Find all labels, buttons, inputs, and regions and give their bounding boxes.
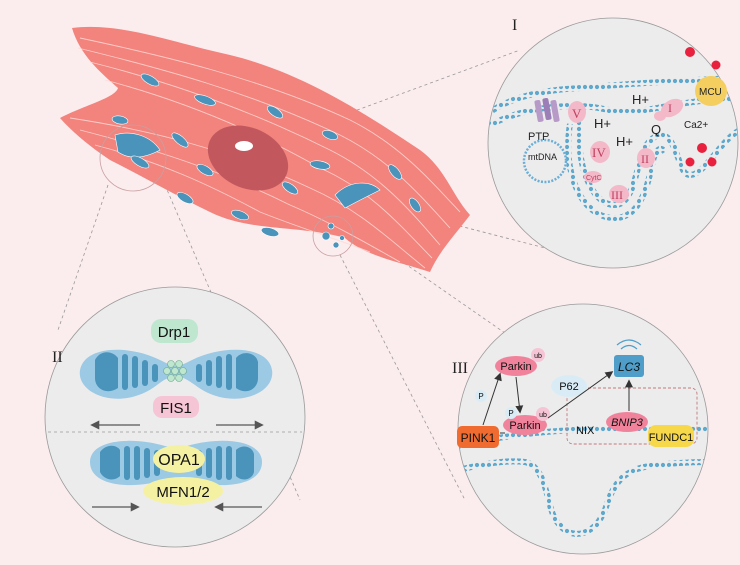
svg-text:III: III [611, 188, 623, 202]
svg-text:V: V [572, 106, 582, 121]
opa1-protein: OPA1 [153, 445, 205, 473]
svg-text:Drp1: Drp1 [158, 324, 191, 341]
ptp-label: PTP [528, 131, 549, 143]
cell-mitochondria [111, 73, 421, 249]
svg-text:FUNDC1: FUNDC1 [649, 432, 694, 444]
complex-iv: IV [590, 141, 610, 163]
fission-mitochondrion [79, 349, 273, 399]
pathway-arrows [482, 371, 633, 434]
p62-protein: P62 [551, 375, 587, 397]
svg-text:IV: IV [592, 145, 606, 160]
svg-text:I: I [668, 101, 672, 115]
mcu-channel: MCU [695, 76, 727, 106]
cristae-membrane [576, 119, 738, 209]
svg-text:CytC: CytC [586, 175, 602, 182]
svg-text:BNIP3: BNIP3 [611, 417, 644, 429]
drp1-protein: Drp1 [151, 319, 198, 343]
svg-text:P: P [478, 392, 483, 401]
svg-text:OPA1: OPA1 [158, 452, 200, 469]
drp1-ring [163, 360, 187, 382]
cytochrome-c: CytC [584, 171, 602, 183]
inner-membrane-iii [458, 458, 708, 537]
zoom-circle-fission-fusion [99, 124, 167, 192]
panel-label-i: I [512, 17, 517, 34]
svg-text:II: II [641, 152, 649, 166]
zoom-circle-mitophagy [312, 215, 354, 257]
svg-text:P: P [508, 409, 513, 418]
panel-fission-fusion: II Drp1 [44, 286, 306, 548]
ptp-channel [534, 97, 560, 123]
mfn-protein: MFN1/2 [143, 477, 223, 505]
svg-text:P62: P62 [559, 381, 579, 393]
svg-text:LC3: LC3 [618, 360, 640, 374]
complex-i: I [654, 98, 684, 121]
panel-label-iii: III [452, 360, 468, 377]
cardiomyocyte-cell [60, 26, 470, 272]
svg-text:ub: ub [539, 412, 547, 419]
nix-label: NIX [576, 425, 595, 437]
hplus-1: H+ [594, 116, 611, 131]
calcium-label: Ca2+ [684, 120, 708, 131]
svg-text:Parkin: Parkin [500, 361, 531, 373]
calcium-ions [685, 47, 721, 167]
bnip3-protein: BNIP3 [606, 412, 648, 432]
lc3-protein: LC3 [614, 339, 644, 377]
hplus-3: H+ [616, 134, 633, 149]
hplus-2: H+ [632, 92, 649, 107]
svg-text:ub: ub [534, 353, 542, 360]
complex-v: V [568, 101, 586, 123]
outer-membrane [488, 75, 738, 115]
myofibril-lines [69, 37, 461, 269]
parkin-top: Parkin ub [495, 348, 545, 376]
svg-text:PINK1: PINK1 [461, 431, 496, 445]
complex-iii: III [609, 185, 629, 203]
complex-ii: II [637, 148, 655, 168]
ubiquinone-q: Q [651, 122, 661, 137]
mtdna-label: mtDNA [528, 152, 557, 162]
panel-oxphos: I PTP mtDNA H+ H+ H+ V IV CytC III [487, 17, 739, 269]
panel-label-ii: II [52, 349, 63, 366]
svg-text:FIS1: FIS1 [160, 400, 192, 417]
svg-text:MFN1/2: MFN1/2 [156, 484, 209, 501]
svg-text:Q: Q [651, 122, 661, 137]
fis1-protein: FIS1 [153, 396, 199, 418]
svg-text:Parkin: Parkin [509, 420, 540, 432]
pink1-protein: PINK1 [457, 426, 499, 448]
fundc1-protein: FUNDC1 [648, 425, 694, 447]
nucleus [207, 125, 289, 191]
nucleolus [235, 141, 253, 151]
svg-text:MCU: MCU [699, 87, 722, 98]
panel-mitophagy: III PINK1 Parkin ub Parkin ub P P [452, 303, 709, 555]
parkin-phospho: Parkin ub P [503, 407, 550, 435]
mtdna-ring [522, 138, 568, 184]
phosphate-free: P [475, 390, 487, 402]
